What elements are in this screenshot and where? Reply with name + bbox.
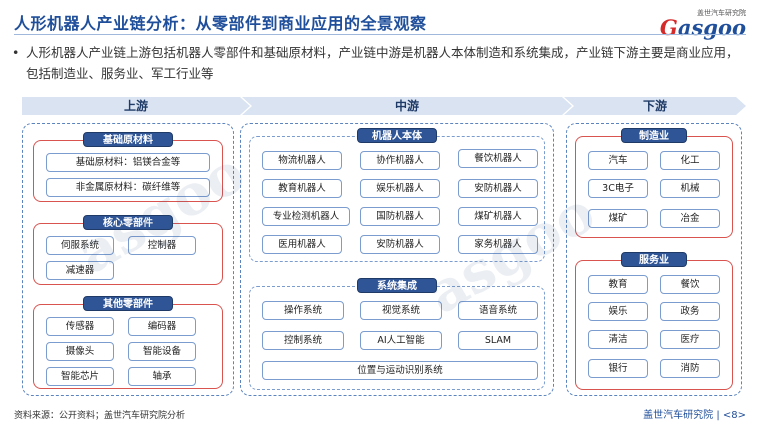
other-part-smart-device: 智能设备 <box>128 342 196 361</box>
robot-collaborative: 协作机器人 <box>360 151 440 170</box>
core-part-servo: 伺服系统 <box>46 236 114 255</box>
svc-cleaning: 清洁 <box>588 330 648 349</box>
core-part-reducer: 减速器 <box>46 261 114 280</box>
footer-brand: 盖世汽车研究院 | <8> <box>643 410 746 421</box>
raw-material-metal: 基础原材料：铝镁合金等 <box>46 153 210 172</box>
system-control: 控制系统 <box>262 331 344 350</box>
page-number: | <8> <box>716 410 746 421</box>
logo-wordmark: Gasgoo <box>659 15 746 40</box>
other-part-sensor: 传感器 <box>46 317 114 336</box>
mfg-3c-electronics: 3C电子 <box>588 179 648 198</box>
manufacturing-header: 制造业 <box>621 128 687 143</box>
robot-defense: 国防机器人 <box>360 207 440 226</box>
svc-catering: 餐饮 <box>660 275 720 294</box>
raw-materials-group: 基础原材料：铝镁合金等 非金属原材料：碳纤维等 <box>33 140 223 202</box>
robot-education: 教育机器人 <box>262 179 342 198</box>
page-title: 人形机器人产业链分析：从零部件到商业应用的全景观察 <box>14 14 427 33</box>
robot-catering: 餐饮机器人 <box>458 149 538 168</box>
other-part-smart-chip: 智能芯片 <box>46 367 114 386</box>
robot-inspection: 专业检测机器人 <box>262 207 350 226</box>
stage-arrow-midstream <box>242 97 572 115</box>
robot-medical: 医用机器人 <box>262 235 342 254</box>
title-divider <box>14 34 746 35</box>
svc-entertainment: 娱乐 <box>588 302 648 321</box>
stage-arrow-downstream <box>564 97 746 115</box>
svc-government: 政务 <box>660 302 720 321</box>
midstream-column: 物流机器人 协作机器人 餐饮机器人 教育机器人 娱乐机器人 安防机器人 专业检测… <box>240 123 554 396</box>
upstream-column: 基础原材料：铝镁合金等 非金属原材料：碳纤维等 基础原材料 伺服系统 控制器 减… <box>22 123 234 396</box>
mfg-automotive: 汽车 <box>588 151 648 170</box>
robot-household: 家务机器人 <box>458 235 538 254</box>
system-integration-header: 系统集成 <box>357 278 437 293</box>
svc-education: 教育 <box>588 275 648 294</box>
bullet-icon: • <box>12 45 20 60</box>
system-position-motion: 位置与运动识别系统 <box>262 361 538 380</box>
system-vision: 视觉系统 <box>360 301 442 320</box>
system-integration-group: 操作系统 视觉系统 语音系统 控制系统 AI人工智能 SLAM 位置与运动识别系… <box>249 286 545 390</box>
source-note: 资料来源：公开资料；盖世汽车研究院分析 <box>14 411 186 421</box>
other-part-camera: 摄像头 <box>46 342 114 361</box>
other-parts-header: 其他零部件 <box>83 296 173 311</box>
core-parts-group: 伺服系统 控制器 减速器 <box>33 223 223 285</box>
system-ai: AI人工智能 <box>360 331 442 350</box>
system-operating: 操作系统 <box>262 301 344 320</box>
other-part-encoder: 编码器 <box>128 317 196 336</box>
stage-label-downstream: 下游 <box>642 99 667 113</box>
robot-logistics: 物流机器人 <box>262 151 342 170</box>
svc-medical: 医疗 <box>660 330 720 349</box>
svc-banking: 银行 <box>588 359 648 378</box>
mfg-machinery: 机械 <box>660 179 720 198</box>
robot-body-header: 机器人本体 <box>357 128 437 143</box>
service-group: 教育 餐饮 娱乐 政务 清洁 医疗 银行 消防 <box>575 260 733 390</box>
stage-arrow-upstream <box>22 97 250 115</box>
stage-label-midstream: 中游 <box>394 99 419 113</box>
intro-paragraph: • 人形机器人产业链上游包括机器人零部件和基础原材料，产业链中游是机器人本体制造… <box>12 42 750 84</box>
other-part-bearing: 轴承 <box>128 367 196 386</box>
raw-material-nonmetal: 非金属原材料：碳纤维等 <box>46 178 210 197</box>
robot-security-2: 安防机器人 <box>360 235 440 254</box>
other-parts-group: 传感器 编码器 摄像头 智能设备 智能芯片 轴承 <box>33 304 223 389</box>
system-slam: SLAM <box>458 331 538 350</box>
manufacturing-group: 汽车 化工 3C电子 机械 煤矿 冶金 <box>575 136 733 238</box>
mfg-chemical: 化工 <box>660 151 720 170</box>
robot-coal-mine: 煤矿机器人 <box>458 207 538 226</box>
intro-text: 人形机器人产业链上游包括机器人零部件和基础原材料，产业链中游是机器人本体制造和系… <box>26 45 739 81</box>
stage-label-upstream: 上游 <box>123 99 148 113</box>
core-part-controller: 控制器 <box>128 236 196 255</box>
mfg-metallurgy: 冶金 <box>660 209 720 228</box>
robot-entertainment: 娱乐机器人 <box>360 179 440 198</box>
service-header: 服务业 <box>621 252 687 267</box>
svc-fire-fighting: 消防 <box>660 359 720 378</box>
robot-body-group: 物流机器人 协作机器人 餐饮机器人 教育机器人 娱乐机器人 安防机器人 专业检测… <box>249 136 545 262</box>
downstream-column: 汽车 化工 3C电子 机械 煤矿 冶金 制造业 教育 餐饮 娱乐 政务 清洁 医… <box>566 123 742 396</box>
system-voice: 语音系统 <box>458 301 538 320</box>
mfg-coal-mining: 煤矿 <box>588 209 648 228</box>
robot-security: 安防机器人 <box>458 179 538 198</box>
raw-materials-header: 基础原材料 <box>83 132 173 147</box>
gasgoo-logo: 盖世汽车研究院 Gasgoo <box>660 8 746 38</box>
logo-subtitle: 盖世汽车研究院 <box>697 9 746 17</box>
core-parts-header: 核心零部件 <box>83 215 173 230</box>
